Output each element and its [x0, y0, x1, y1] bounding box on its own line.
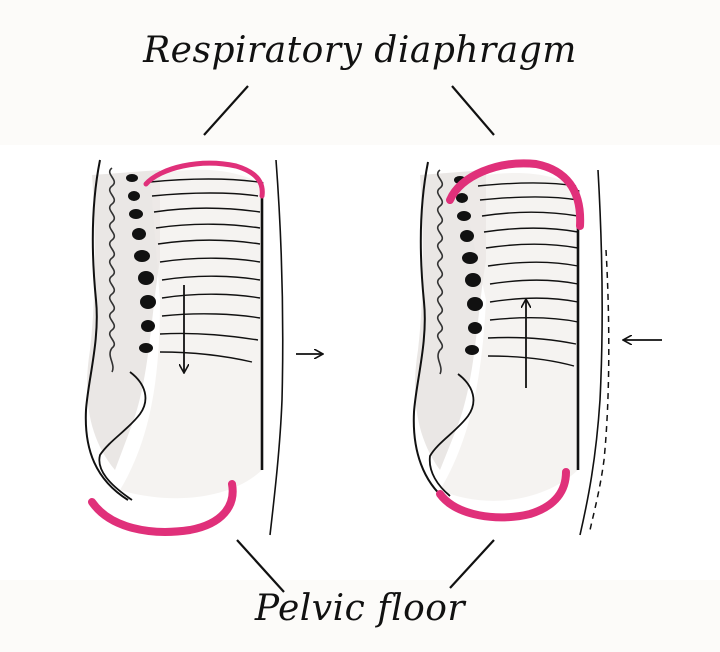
- right-torso: [412, 159, 662, 536]
- pelvic-floor-right: [436, 468, 570, 522]
- left-torso: [84, 159, 322, 536]
- respiratory-diaphragm-label: Respiratory diaphragm: [143, 30, 577, 71]
- respiratory-diaphragm-right: [446, 159, 585, 230]
- top-band: [0, 0, 720, 145]
- respiratory-diaphragm-left: [143, 160, 265, 199]
- pointer-line-bottom-left: [236, 539, 285, 593]
- pelvic-floor-label: Pelvic floor: [254, 588, 466, 629]
- pointer-line-top-left: [203, 85, 249, 136]
- pointer-line-top-right: [451, 85, 495, 136]
- bottom-band: [0, 580, 720, 652]
- pelvic-floor-left: [88, 480, 237, 536]
- pointer-line-bottom-right: [449, 539, 495, 589]
